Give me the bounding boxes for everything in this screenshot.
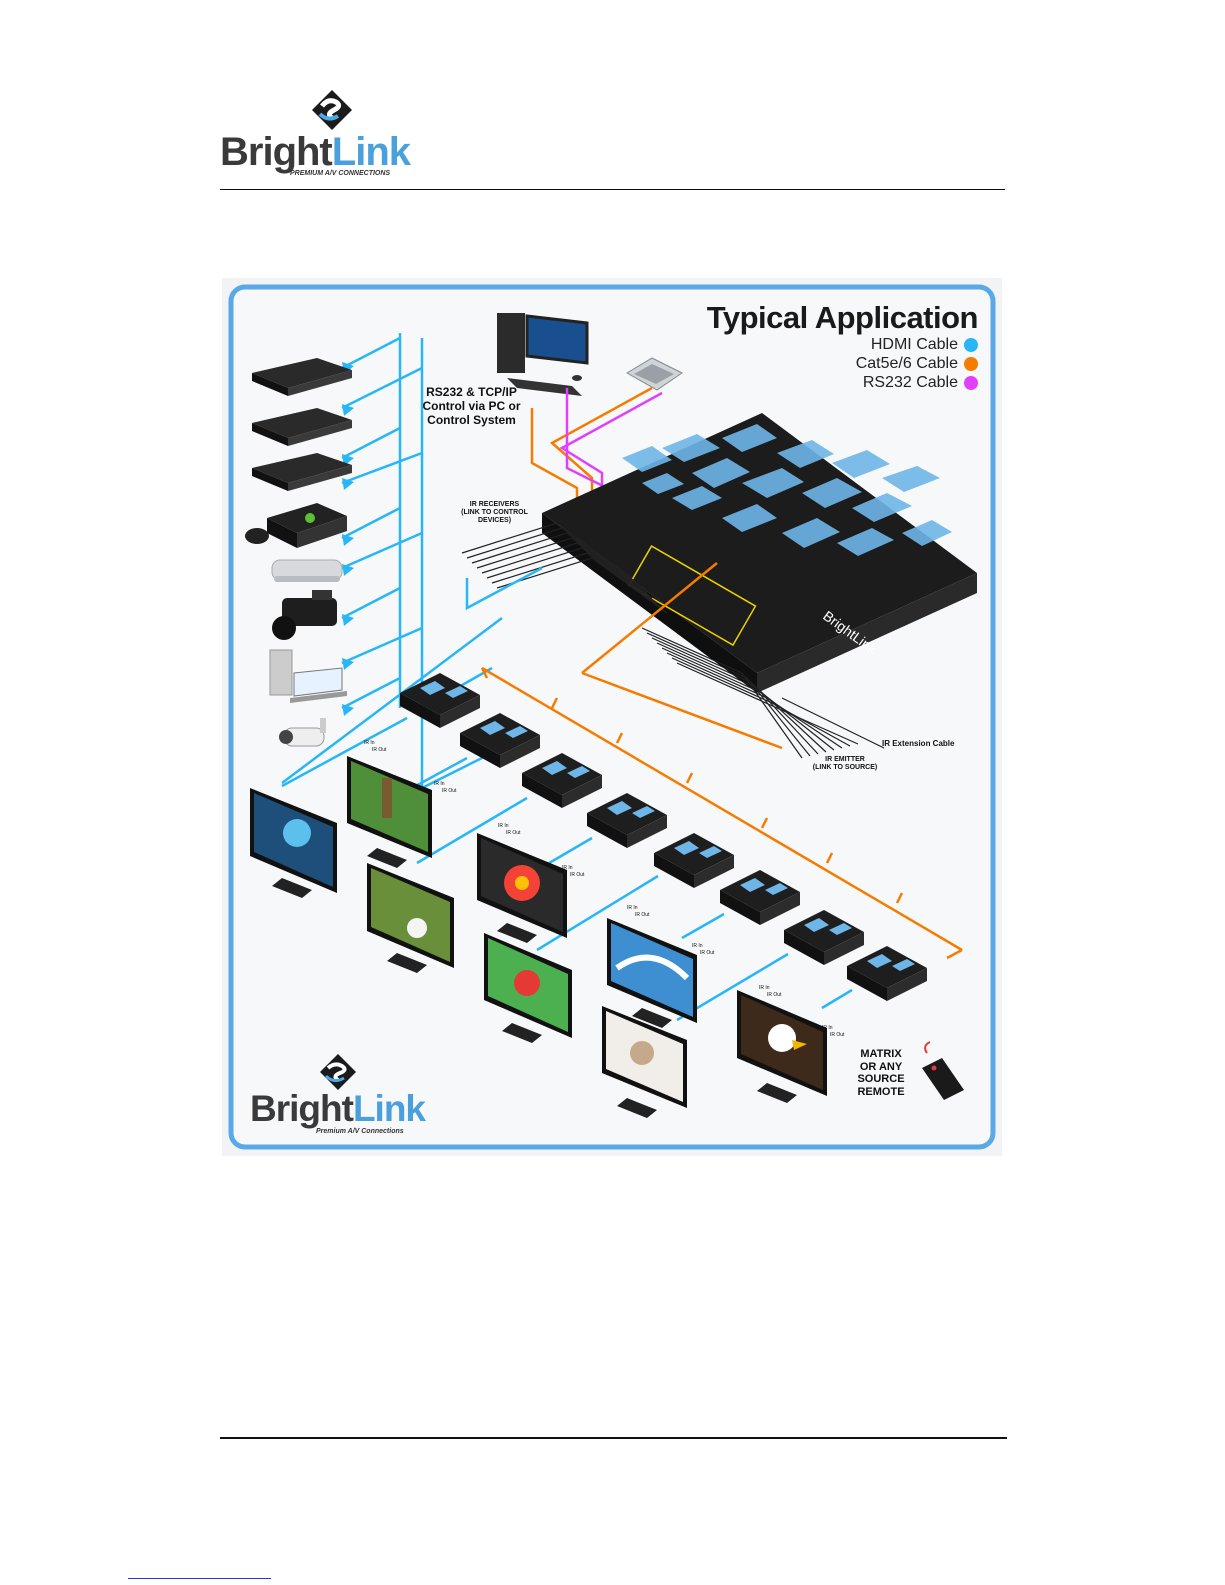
source-devices — [245, 358, 352, 747]
mac-mini — [271, 559, 343, 582]
display-3 — [367, 863, 454, 973]
ir-out-label-2: IR Out — [442, 788, 457, 794]
ir-in-label-2: IR In — [434, 781, 445, 787]
receiver-3 — [522, 753, 602, 808]
bluray-player-2 — [252, 408, 352, 446]
receiver-6 — [720, 870, 800, 925]
logo-bright-text: Bright — [220, 130, 333, 174]
footer-rule — [220, 1437, 1007, 1439]
touch-panel — [626, 357, 683, 391]
bluray-player-3 — [252, 453, 352, 491]
legend-rs232-dot — [964, 376, 978, 390]
diagram-logo-icon — [320, 1054, 356, 1090]
ir-receivers-line-2: (LINK TO CONTROL — [461, 509, 528, 517]
legend-cat-dot — [964, 357, 978, 371]
typical-application-diagram: BrightLink — [222, 278, 1002, 1156]
video-camera — [272, 590, 337, 640]
ir-out-label-8: IR Out — [830, 1032, 845, 1038]
ir-emitter-line-2: (LINK TO SOURCE) — [812, 764, 878, 772]
diagram-logo-tagline: Premium A/V Connections — [316, 1128, 404, 1135]
display-7 — [602, 1006, 687, 1118]
legend-hdmi: HDMI Cable — [871, 336, 978, 354]
diagram-logo-bright: Bright — [250, 1088, 354, 1129]
display-2 — [347, 756, 432, 868]
display-4 — [477, 833, 567, 943]
header-logo: BrightLink PREMIUM A/V CONNECTIONS — [220, 84, 420, 184]
ir-emitter-cables — [641, 627, 885, 759]
ir-in-label-5: IR In — [627, 905, 638, 911]
diagram-logo-link: Link — [352, 1088, 426, 1129]
logo-tagline: PREMIUM A/V CONNECTIONS — [290, 170, 391, 177]
logo-link-text: Link — [331, 130, 411, 174]
ir-out-label-3: IR Out — [506, 830, 521, 836]
header-rule — [220, 189, 1005, 190]
footer-link-underline — [128, 1578, 271, 1579]
receiver-4 — [587, 793, 667, 848]
ir-out-label-1: IR Out — [372, 747, 387, 753]
remote-label-line-3: SOURCE — [857, 1073, 905, 1086]
remote-control-icon — [922, 1041, 964, 1100]
ir-receivers-label: IR RECEIVERS (LINK TO CONTROL DEVICES) — [447, 501, 542, 525]
ir-in-label-4: IR In — [562, 865, 573, 871]
control-label-line-2: Control via PC or — [422, 398, 521, 413]
hdbaset-receivers — [400, 673, 927, 1001]
diagram-canvas: BrightLink — [228, 284, 996, 1150]
ir-emitter-line-1: IR EMITTER — [825, 756, 865, 763]
legend-cat-label: Cat5e/6 Cable — [855, 355, 958, 372]
ir-in-label-3: IR In — [498, 823, 509, 829]
display-6 — [607, 918, 697, 1028]
control-pc — [497, 313, 589, 396]
legend-rs232: RS232 Cable — [863, 374, 978, 392]
ir-receivers-line-3: DEVICES) — [477, 517, 512, 525]
diagram-title: Typical Application — [706, 300, 979, 336]
ir-out-label-5: IR Out — [635, 912, 650, 918]
ir-out-label-4: IR Out — [570, 872, 585, 878]
receiver-1 — [400, 673, 480, 728]
legend-hdmi-dot — [964, 338, 978, 352]
display-1 — [250, 788, 337, 898]
hdmi-matrix-switcher: BrightLink — [542, 413, 977, 693]
legend-cat: Cat5e/6 Cable — [856, 355, 978, 373]
desktop-pc — [269, 649, 347, 703]
receiver-7 — [784, 910, 864, 965]
ir-receivers-line-1: IR RECEIVERS — [469, 501, 520, 508]
title-part-b: Application — [814, 300, 979, 335]
control-label: RS232 & TCP/IP Control via PC or Control… — [414, 385, 529, 427]
ir-emitter-label: IR EMITTER (LINK TO SOURCE) — [805, 756, 885, 772]
remote-label: MATRIX OR ANY SOURCE REMOTE — [850, 1048, 912, 1099]
title-part-a: Typical — [706, 300, 809, 335]
ir-in-label-6: IR In — [692, 943, 703, 949]
legend-rs232-label: RS232 Cable — [862, 374, 958, 391]
security-camera — [279, 718, 326, 747]
display-5 — [484, 933, 572, 1043]
ir-in-label-1: IR In — [364, 740, 375, 746]
game-console — [245, 503, 347, 548]
display-8 — [737, 990, 827, 1103]
receiver-5 — [654, 833, 734, 888]
ir-out-label-6: IR Out — [700, 950, 715, 956]
diagram-logo: BrightLink Premium A/V Connections — [250, 1090, 450, 1140]
ir-out-label-7: IR Out — [767, 992, 782, 998]
remote-label-line-2: OR ANY — [859, 1060, 903, 1073]
receiver-8 — [847, 946, 927, 1001]
displays — [250, 756, 827, 1118]
remote-label-line-1: MATRIX — [860, 1048, 902, 1060]
bluray-player-1 — [252, 358, 352, 396]
ir-extension-label: IR Extension Cable — [882, 739, 955, 748]
control-label-line-1: RS232 & TCP/IP — [426, 385, 517, 399]
control-label-line-3: Control System — [427, 412, 516, 427]
brightlink-logo-icon — [312, 90, 352, 130]
source-arrows — [342, 362, 354, 716]
ir-receiver-cables — [461, 522, 668, 614]
remote-label-line-4: REMOTE — [857, 1085, 905, 1098]
ir-in-label-8: IR In — [822, 1025, 833, 1031]
receiver-2 — [460, 713, 540, 768]
legend-hdmi-label: HDMI Cable — [870, 336, 958, 353]
cat-cable-bus — [480, 562, 963, 960]
ir-in-label-7: IR In — [759, 985, 770, 991]
